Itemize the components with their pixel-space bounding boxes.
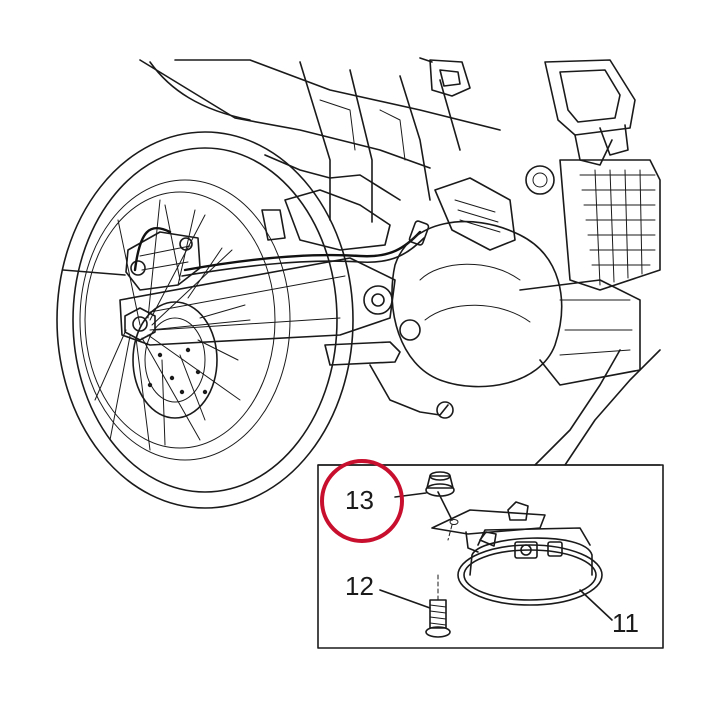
frame [139, 59, 501, 251]
highlight-circle [320, 459, 404, 543]
brake-caliper [125, 231, 201, 291]
leader-lines [62, 269, 613, 621]
connector-top [419, 57, 471, 97]
horn-bracket [431, 501, 546, 553]
brake-disc [132, 301, 218, 419]
callout-13-label: 13 [345, 485, 374, 515]
callout-12-label: 12 [345, 571, 374, 601]
flange-nut [425, 471, 455, 497]
ecu-module [544, 59, 636, 166]
rear-wheel [56, 131, 354, 509]
callout-11-label: 11 [612, 608, 639, 638]
horn [457, 527, 603, 606]
swing-arm [119, 257, 396, 346]
detail-panel [317, 349, 664, 649]
radiator [559, 159, 661, 291]
engine [391, 220, 641, 388]
footpeg [324, 341, 454, 419]
heat-shield [434, 165, 555, 251]
screw [425, 599, 451, 638]
axle-nut [124, 307, 156, 341]
brake-hose [133, 220, 430, 277]
